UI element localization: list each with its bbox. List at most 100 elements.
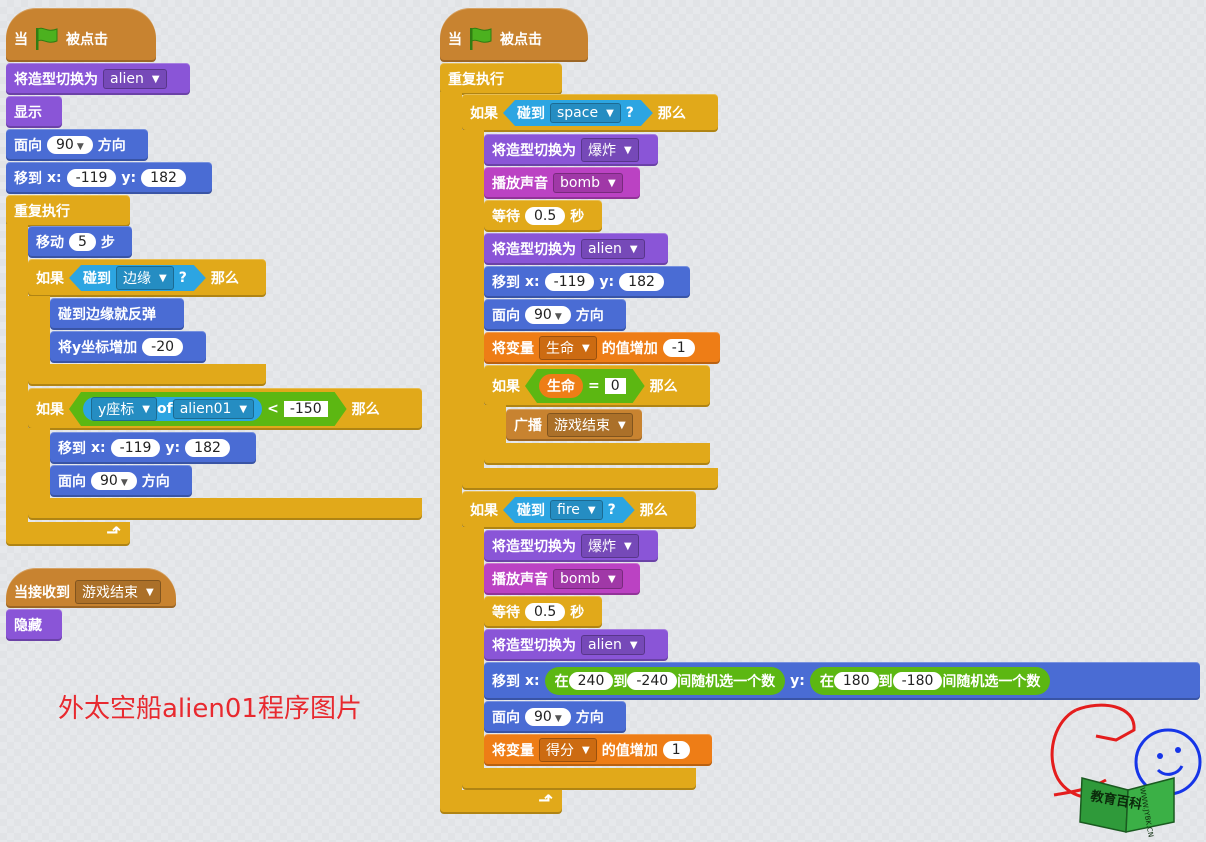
costume-dropdown[interactable]: alien [103,69,167,89]
forever-arm [6,224,28,524]
dy-input[interactable]: -20 [142,338,184,356]
direction-input[interactable]: 90 [525,306,571,324]
limit-input[interactable]: -150 [284,401,328,417]
message-dropdown[interactable]: 游戏结束 [547,413,633,437]
caption-text: 外太空船alien01程序图片 [58,694,362,724]
random-to-input[interactable]: -240 [627,672,678,690]
if-touching-fire-block[interactable]: 如果 碰到 fire ? 那么 [462,491,696,529]
random-to-input[interactable]: -180 [892,672,943,690]
when-flag-clicked-hat[interactable]: 当 被点击 [440,8,588,62]
point-direction-block[interactable]: 面向 90 方向 [50,465,192,497]
if-bottom [484,443,710,465]
y-input[interactable]: 182 [185,439,230,457]
if-touching-edge-block[interactable]: 如果 碰到 边缘 ? 那么 [28,259,266,297]
random-from-input[interactable]: 240 [568,672,614,690]
show-block[interactable]: 显示 [6,96,62,128]
random-from-input[interactable]: 180 [833,672,879,690]
sound-dropdown[interactable]: bomb [553,569,623,589]
forever-arm [440,92,462,792]
loop-arrow-icon: ⬏ [538,790,554,811]
when-flag-clicked-hat[interactable]: 当 被点击 [6,8,156,62]
x-input[interactable]: -119 [66,169,117,187]
direction-input[interactable]: 90 [47,136,93,154]
compare-input[interactable]: 0 [605,378,626,394]
play-sound-block[interactable]: 播放声音 bomb [484,563,640,595]
block-label: 碰到 [83,271,111,287]
direction-input[interactable]: 90 [91,472,137,490]
hide-block[interactable]: 隐藏 [6,609,62,641]
y-input[interactable]: 182 [619,273,664,291]
touching-target-dropdown[interactable]: space [550,103,621,123]
if-life-zero-block[interactable]: 如果 生命 = 0 那么 [484,365,710,407]
loop-arrow-icon: ⬏ [106,522,122,543]
pick-random-x-reporter[interactable]: 在 240 到 -240 间随机选一个数 [544,667,786,695]
broadcast-block[interactable]: 广播 游戏结束 [506,409,642,441]
sound-dropdown[interactable]: bomb [553,173,623,193]
block-label: ? [625,105,634,121]
costume-dropdown[interactable]: 爆炸 [581,534,639,558]
variable-reporter[interactable]: 生命 [539,374,583,398]
bounce-on-edge-block[interactable]: 碰到边缘就反弹 [50,298,184,330]
steps-input[interactable]: 5 [69,233,96,251]
switch-costume-block[interactable]: 将造型切换为 alien [6,63,190,95]
forever-block[interactable]: 重复执行 [6,195,130,227]
touching-target-dropdown[interactable]: fire [550,500,603,520]
when-i-receive-hat[interactable]: 当接收到 游戏结束 [6,568,176,608]
block-label: 隐藏 [14,618,42,634]
direction-input[interactable]: 90 [525,708,571,726]
block-label: 碰到 [517,503,545,519]
if-y-below-block[interactable]: 如果 y座标 of alien01 < -150 那么 [28,388,422,430]
play-sound-block[interactable]: 播放声音 bomb [484,167,640,199]
if-bottom [462,768,696,790]
touching-fire-predicate[interactable]: 碰到 fire ? [503,497,635,523]
goto-random-xy-block[interactable]: 移到 x: 在 240 到 -240 间随机选一个数 y: 在 180 到 -1… [484,662,1200,700]
costume-dropdown[interactable]: 爆炸 [581,138,639,162]
attribute-dropdown[interactable]: y座标 [91,397,157,421]
if-touching-space-block[interactable]: 如果 碰到 space ? 那么 [462,94,718,132]
change-input[interactable]: 1 [662,741,690,759]
point-direction-block[interactable]: 面向 90 方向 [484,299,626,331]
equals-predicate[interactable]: 生命 = 0 [525,369,645,403]
hat-label-clicked: 被点击 [500,32,542,48]
sprite-dropdown[interactable]: alien01 [173,399,254,419]
costume-dropdown[interactable]: alien [581,239,645,259]
change-variable-block[interactable]: 将变量 生命 的值增加 -1 [484,332,720,364]
goto-xy-block[interactable]: 移到 x: -119 y: 182 [484,266,690,298]
block-label: of [157,401,173,417]
change-variable-block[interactable]: 将变量 得分 的值增加 1 [484,734,712,766]
switch-costume-block[interactable]: 将造型切换为 alien [484,629,668,661]
switch-costume-block[interactable]: 将造型切换为 爆炸 [484,134,658,166]
x-input[interactable]: -119 [110,439,161,457]
change-input[interactable]: -1 [662,339,695,357]
point-direction-block[interactable]: 面向 90 方向 [6,129,148,161]
message-dropdown[interactable]: 游戏结束 [75,580,161,604]
switch-costume-block[interactable]: 将造型切换为 爆炸 [484,530,658,562]
wait-input[interactable]: 0.5 [525,603,566,621]
variable-dropdown[interactable]: 生命 [539,336,597,360]
variable-dropdown[interactable]: 得分 [539,738,597,762]
wait-block[interactable]: 等待 0.5 秒 [484,596,602,628]
change-y-block[interactable]: 将y坐标增加 -20 [50,331,206,363]
x-input[interactable]: -119 [544,273,595,291]
y-input[interactable]: 182 [141,169,186,187]
goto-xy-block[interactable]: 移到 x: -119 y: 182 [6,162,212,194]
costume-dropdown[interactable]: alien [581,635,645,655]
touching-target-dropdown[interactable]: 边缘 [116,266,174,290]
wait-input[interactable]: 0.5 [525,207,566,225]
block-label: 如果 [36,271,64,287]
switch-costume-block[interactable]: 将造型切换为 alien [484,233,668,265]
move-steps-block[interactable]: 移动 5 步 [28,226,132,258]
goto-xy-block[interactable]: 移到 x: -119 y: 182 [50,432,256,464]
touching-edge-predicate[interactable]: 碰到 边缘 ? [69,265,206,291]
pick-random-y-reporter[interactable]: 在 180 到 -180 间随机选一个数 [809,667,1051,695]
touching-space-predicate[interactable]: 碰到 space ? [503,100,653,126]
block-label: 方向 [97,138,126,154]
x-label: x: [525,274,540,290]
block-label: 在 [554,674,569,690]
attribute-of-reporter[interactable]: y座标 of alien01 [83,397,262,421]
point-direction-block[interactable]: 面向 90 方向 [484,701,626,733]
wait-block[interactable]: 等待 0.5 秒 [484,200,602,232]
forever-block[interactable]: 重复执行 [440,63,562,95]
less-than-predicate[interactable]: y座标 of alien01 < -150 [69,392,347,426]
